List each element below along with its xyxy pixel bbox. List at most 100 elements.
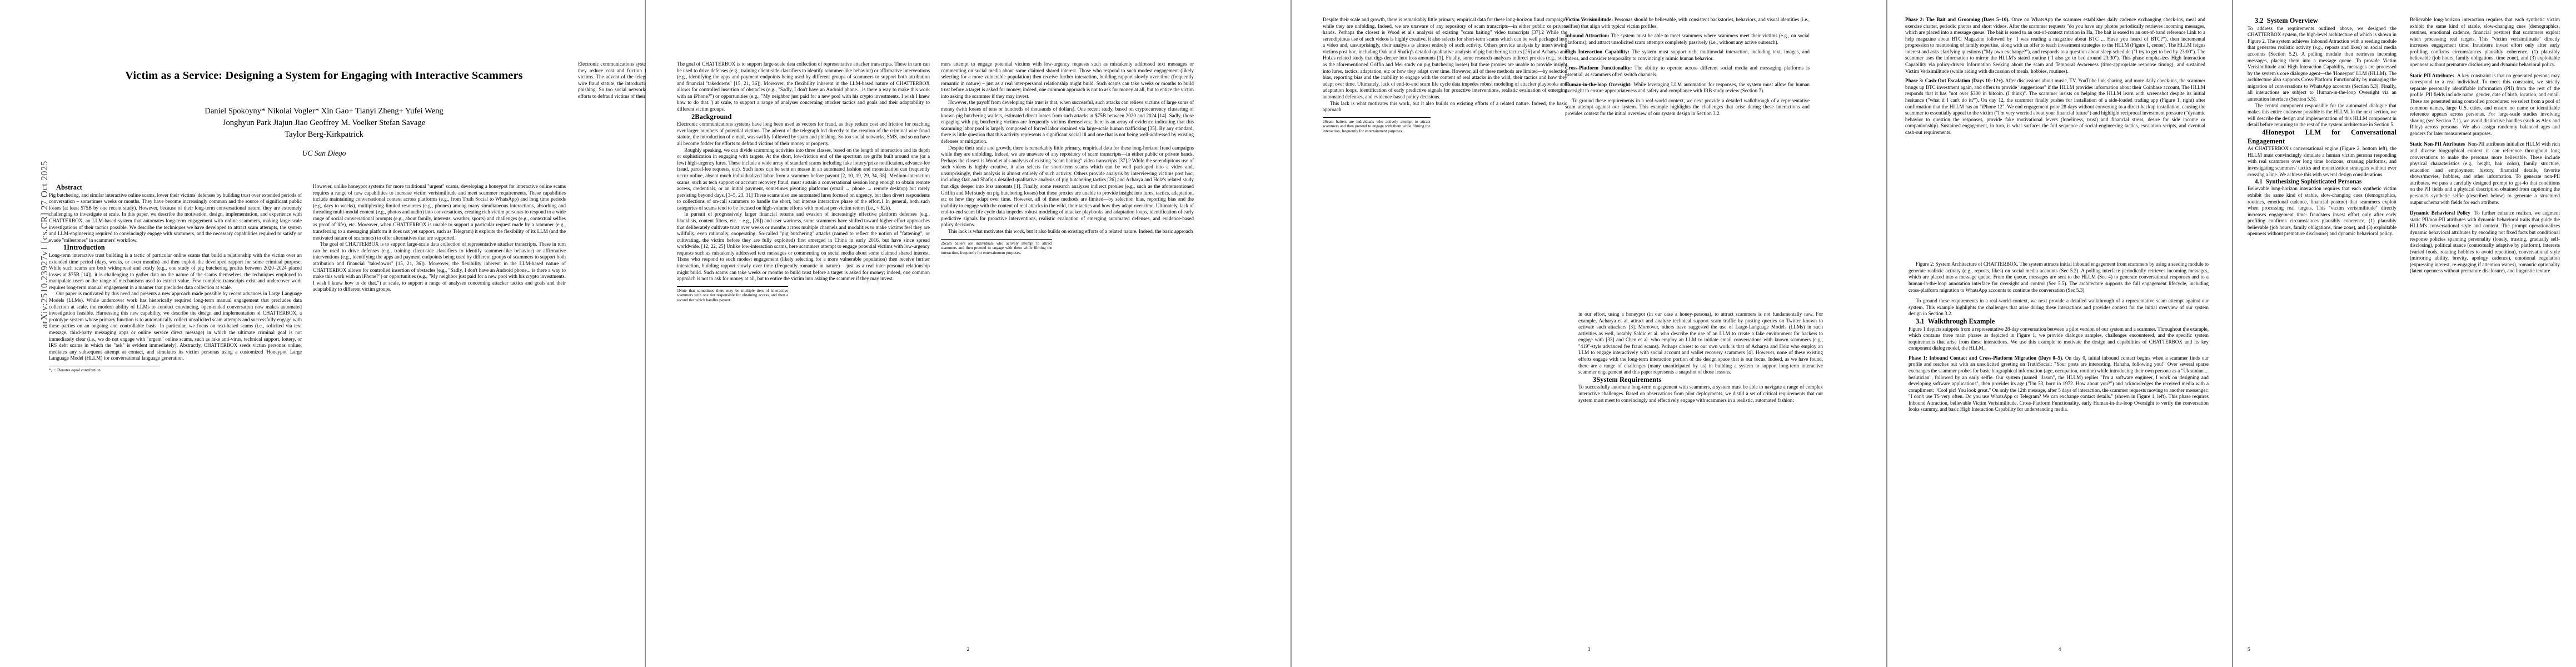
s2-paragraph-3-cont: mers attempt to engage potential victims… — [941, 61, 1194, 99]
page1-column-middle: However, unlike honeypot systems for mor… — [313, 183, 566, 645]
page3-column-right: in our effort, using a honeypot (in our … — [1578, 311, 1823, 623]
p3-related-work: in our effort, using a honeypot (in our … — [1578, 311, 1823, 375]
section-3-1-number: 3.1 — [1916, 317, 1925, 325]
section-2-title: Background — [695, 112, 732, 121]
s1-paragraph-3: However, unlike honeypot systems for mor… — [313, 183, 566, 241]
dynamic-policy-text: To further enhance realism, we augment s… — [2410, 210, 2560, 274]
s1-tail: The goal of CHATTERBOX is to support lar… — [677, 61, 930, 112]
s1-paragraph-2: Our paper is motivated by this need and … — [49, 291, 302, 361]
author-row-3: Taylor Berg-Kirkpatrick — [285, 130, 363, 140]
bullet-text: The ability to operate across different … — [1565, 65, 1810, 78]
s3-2-paragraph-2: The central component responsible for th… — [2248, 102, 2396, 128]
page-number-2: 2 — [966, 647, 970, 653]
phase-1-heading: Phase 1: Inbound Contact and Cross-Platf… — [1909, 355, 2064, 361]
page-number-4: 4 — [2058, 647, 2061, 653]
section-3-1-title: Walkthrough Example — [1927, 317, 1995, 325]
footnote-2: 2Scam baiters are individuals who active… — [941, 238, 1053, 256]
dynamic-policy-heading: Dynamic Behavioral Policy — [2410, 210, 2470, 216]
arxiv-stamp: arXiv:2510.23927v1 [cs.CR] 27 Oct 2025 — [39, 161, 49, 328]
bullet-term: Inbound Attraction: — [1565, 33, 1610, 39]
section-1-title: Introduction — [67, 243, 105, 252]
s3-bullet: High Interaction Capability: The system … — [1565, 49, 1810, 62]
page5-column-left: 3.2 System Overview To address the requi… — [2248, 17, 2396, 639]
page5-column-right: Believable long-horizon interaction requ… — [2410, 17, 2560, 639]
static-pii-text: A key constraint is that no generated pe… — [2410, 72, 2560, 136]
static-pii-heading: Static PII Attributes — [2410, 72, 2454, 78]
phase-3-heading: Phase 3: Cash-Out Escalation (Days 10–12… — [1905, 78, 2004, 84]
s1-paragraph-4: The goal of CHATTERBOX is to support lar… — [313, 241, 566, 292]
s1-paragraph-1: Long-term interactive trust building is … — [49, 252, 302, 290]
footnote-equal-contribution: *, +: Denotes equal contribution. — [49, 365, 161, 373]
bullet-term: Cross-Platform Functionality: — [1565, 65, 1632, 71]
phase-2-block: Phase 2: The Bait and Grooming (Days 5–1… — [1905, 17, 2205, 74]
s3-bullet: Inbound Attraction: The system must be a… — [1565, 33, 1810, 46]
phase-2-heading: Phase 2: The Bait and Grooming (Days 5–1… — [1905, 17, 2010, 22]
figure-2-caption-wrap: Figure 2: System Architecture of CHATTER… — [1909, 261, 2209, 413]
s3-bullet: Victim Verisimilitude: Personas should b… — [1565, 17, 1810, 29]
page-2: The goal of CHATTERBOX is to support lar… — [646, 0, 1291, 667]
section-4-1-heading: 4.1 Synthesizing Sophisticated Personas — [2248, 178, 2396, 186]
bullet-text: The system must support rich, multimodal… — [1565, 49, 1810, 61]
page2-column-right: mers attempt to engage potential victims… — [941, 61, 1194, 614]
section-3-2-heading: 3.2 System Overview — [2248, 17, 2396, 26]
author-row-1: Daniel Spokoyny* Nikolai Vogler* Xin Gao… — [205, 107, 444, 116]
section-3-heading: 3System Requirements — [1578, 376, 1823, 385]
footnote-1: 1Note that sometimes there may be multip… — [677, 286, 789, 303]
section-3-2-title: System Overview — [2266, 17, 2318, 24]
page-4: Victim Verisimilitude: Personas should b… — [1565, 0, 2232, 667]
section-3-2-number: 3.2 — [2255, 17, 2264, 24]
figure-2-caption: Figure 2: System Architecture of CHATTER… — [1909, 261, 2209, 293]
bullet-text: Personas should be believable, with cons… — [1565, 17, 1810, 29]
s2-paragraph-6: This lack is what motivates this work, b… — [948, 228, 1193, 235]
attribute-static-non-pii: Static Non-PII Attributes Non-PII attrib… — [2410, 141, 2560, 206]
s3-closing-dup: To ground these requirements in a real-w… — [1909, 298, 2209, 317]
author-list: Daniel Spokoyny* Nikolai Vogler* Xin Gao… — [49, 106, 599, 141]
section-3-1-heading: 3.1 Walkthrough Example — [1909, 317, 2209, 326]
static-non-pii-text: Non-PII attributes initialize HLLM with … — [2410, 141, 2560, 205]
s2-paragraph-3: In pursuit of progressively larger finan… — [677, 211, 930, 282]
section-4-1-number: 4.1 — [2255, 178, 2263, 186]
static-non-pii-heading: Static Non-PII Attributes — [2410, 141, 2465, 147]
s4-1-continuation: Believable long-horizon interaction requ… — [2410, 17, 2560, 68]
bullet-text: While leveraging LLM automation for resp… — [1565, 81, 1810, 94]
bullet-term: Victim Verisimilitude: — [1565, 17, 1613, 22]
section-4-number: 4 — [2262, 128, 2266, 136]
section-4-title: Honeypot LLM for Conversational Engageme… — [2248, 128, 2396, 145]
section-3-number: 3 — [1593, 375, 1597, 384]
page-number-5: 5 — [2248, 647, 2250, 653]
phase-3-block: Phase 3: Cash-Out Escalation (Days 10–12… — [1905, 78, 2205, 136]
abstract-heading: Abstract — [56, 183, 82, 191]
phase-2-text: Once on WhatsApp the scammer establishes… — [1905, 17, 2205, 74]
s3-intro: To successfully automate long-term engag… — [1578, 384, 1823, 403]
footnote-2-dup: 2Scam baiters are individuals who active… — [1323, 117, 1431, 134]
section-4-1-title: Synthesizing Sophisticated Personas — [2265, 178, 2362, 186]
page-number-3: 3 — [1587, 647, 1591, 653]
attribute-dynamic-policy: Dynamic Behavioral Policy To further enh… — [2410, 210, 2560, 275]
section-2-number: 2 — [691, 112, 695, 121]
s3-closing: To ground these requirements in a real-w… — [1565, 97, 1810, 116]
author-row-2: Jonghyun Park Jiajun Jiao Geoffrey M. Vo… — [222, 118, 426, 128]
bullet-term: Human-in-the-loop Oversight: — [1565, 81, 1632, 87]
page-1: arXiv:2510.23927v1 [cs.CR] 27 Oct 2025 V… — [0, 0, 745, 667]
s2-paragraph-1: Electronic communications systems have l… — [677, 121, 930, 147]
page1-column-left: Abstract Pig butchering, and similar int… — [49, 183, 302, 617]
page3-column-left: Despite their scale and growth, there is… — [1323, 17, 1567, 623]
section-4-heading: 4Honeypot LLM for Conversational Engagem… — [2248, 128, 2396, 146]
bullet-text: The system must be able to meet scammers… — [1565, 33, 1810, 45]
page4-column-right: Phase 2: The Bait and Grooming (Days 5–1… — [1905, 17, 2205, 639]
bullet-term: High Interaction Capability: — [1565, 49, 1630, 55]
phase-3-text: After discussions about music, TV, YouTu… — [1905, 78, 2205, 135]
attribute-static-pii: Static PII Attributes A key constraint i… — [2410, 73, 2560, 137]
s2-paragraph-4: However, the payoff from developing this… — [941, 99, 1194, 144]
s2-paragraph-2: Roughly speaking, we can divide scamming… — [677, 147, 930, 211]
phase-1-text: On day 0, initial inbound contact begins… — [1909, 355, 2209, 412]
section-1-number: 1 — [63, 243, 67, 252]
page-title: Victim as a Service: Designing a System … — [125, 69, 523, 82]
abstract-body: Pig butchering, and similar interactive … — [49, 192, 302, 243]
section-2-heading: 2Background — [677, 113, 930, 122]
p3-left-text-2: This lack is what motivates this work, b… — [1323, 100, 1567, 113]
s3-1-paragraph: Figure 1 depicts snippets from a represe… — [1909, 326, 2209, 351]
s3-2-paragraph-1: To address the requirements outlined abo… — [2248, 25, 2396, 102]
s3-bullet: Human-in-the-loop Oversight: While lever… — [1565, 82, 1810, 94]
